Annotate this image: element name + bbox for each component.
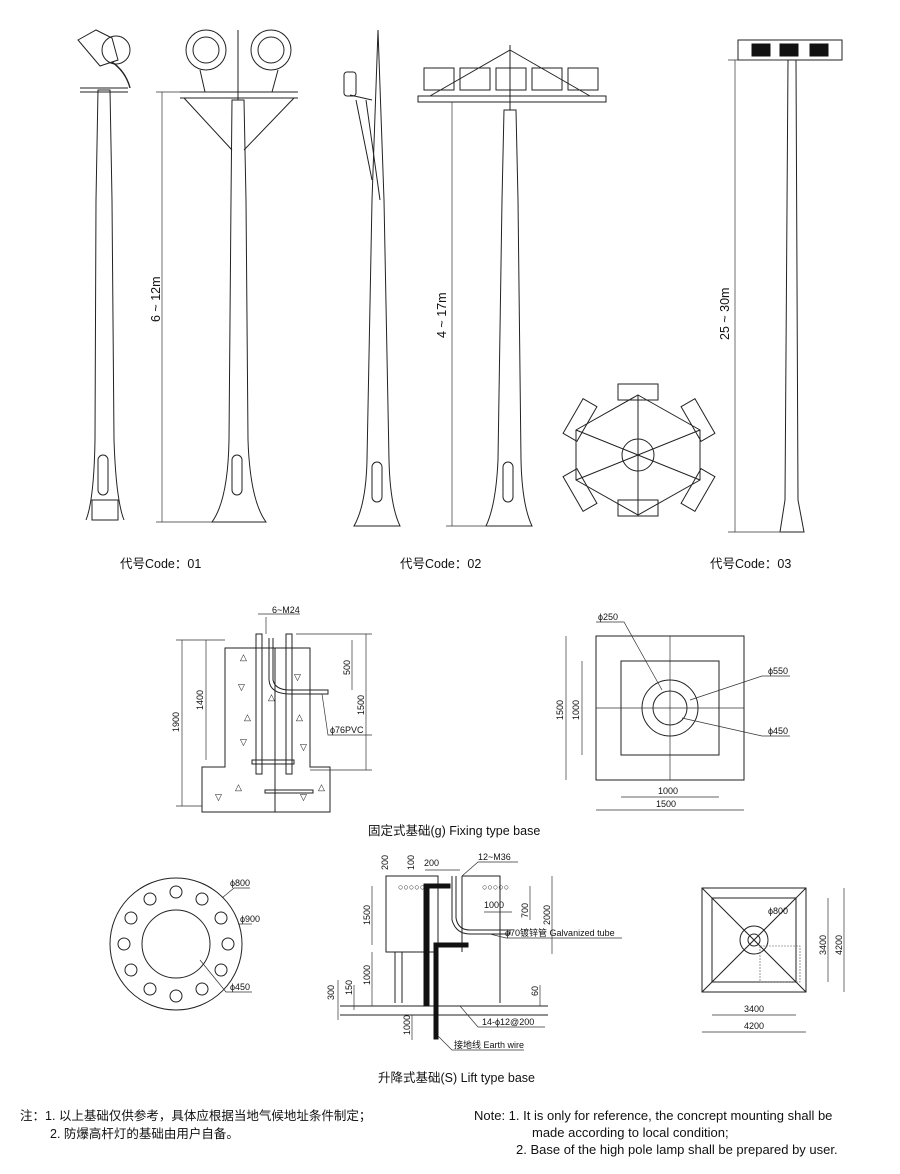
dim-plan-1000-v: 1000 bbox=[571, 700, 581, 720]
svg-text:△: △ bbox=[244, 712, 251, 722]
earth-wire-label: 接地线 Earth wire bbox=[454, 1039, 524, 1050]
lift-bolts-label: 12~M36 bbox=[478, 852, 511, 862]
notes: 注：1. 以上基础仅供参考，具体应根据当地气候地址条件制定； 2. 防爆高杆灯的… bbox=[20, 1108, 838, 1157]
code-label-02: 代号Code：02 bbox=[400, 557, 481, 571]
dim-300: 300 bbox=[326, 985, 336, 1000]
dim-60: 60 bbox=[530, 986, 540, 996]
galvanized-tube-label: ϕ70镀锌管 Galvanized tube bbox=[505, 927, 615, 938]
note-en-1: Note: 1. It is only for reference, the c… bbox=[474, 1108, 832, 1123]
lift-base-caption: 升降式基础(S) Lift type base bbox=[378, 1071, 535, 1085]
lamp-ring-top-view bbox=[562, 383, 716, 517]
dim-150: 150 bbox=[344, 980, 354, 995]
bolt-hole bbox=[124, 963, 138, 977]
dim-200-a: 200 bbox=[380, 855, 390, 870]
dim-1000-b: 1000 bbox=[362, 965, 372, 985]
pole-01-double: 6 ~ 12m bbox=[149, 29, 298, 523]
dim-200-b: 200 bbox=[424, 858, 439, 868]
svg-text:▽: ▽ bbox=[300, 792, 307, 802]
note-cn-1: 注：1. 以上基础仅供参考，具体应根据当地气候地址条件制定； bbox=[20, 1108, 371, 1123]
lift-base-section: ○○○○○ ○○○○○ 200 100 200 12~M36 1500 1000… bbox=[326, 852, 622, 1051]
dim-d450: ϕ450 bbox=[768, 726, 788, 736]
svg-text:▽: ▽ bbox=[238, 682, 245, 692]
svg-text:△: △ bbox=[240, 652, 247, 662]
note-en-1b: made according to local condition; bbox=[532, 1125, 729, 1140]
fixing-base-caption: 固定式基础(g) Fixing type base bbox=[368, 823, 540, 838]
dim-plan-4200-h: 4200 bbox=[744, 1021, 764, 1031]
dim-plan-1000-h: 1000 bbox=[658, 786, 678, 796]
pole-02-multi: 4 ~ 17m bbox=[417, 45, 607, 527]
dim-plan-d800: ϕ800 bbox=[768, 906, 788, 916]
lift-base-bolt-circle: ϕ800 ϕ900 ϕ450 bbox=[109, 877, 260, 1011]
bolt-hole bbox=[143, 892, 157, 906]
svg-text:△: △ bbox=[318, 782, 325, 792]
bolt-hole bbox=[124, 911, 138, 925]
note-cn-2: 2. 防爆高杆灯的基础由用户自备。 bbox=[50, 1126, 239, 1141]
fixing-base-plan: ϕ250 ϕ550 ϕ450 1500 1000 1000 1500 bbox=[555, 612, 790, 811]
dim-d250: ϕ250 bbox=[598, 612, 618, 622]
dim-500: 500 bbox=[342, 660, 352, 675]
bolt-hole bbox=[169, 885, 183, 899]
svg-text:△: △ bbox=[296, 712, 303, 722]
pole-02-single bbox=[343, 29, 401, 527]
bolt-hole bbox=[195, 982, 209, 996]
code-label-01: 代号Code：01 bbox=[120, 557, 201, 571]
dim-1400: 1400 bbox=[195, 690, 205, 710]
dim-circle-d800: ϕ800 bbox=[230, 878, 250, 888]
svg-text:▽: ▽ bbox=[300, 742, 307, 752]
dim-plan-3400-v: 3400 bbox=[818, 935, 828, 955]
dim-plan-1500-h: 1500 bbox=[656, 799, 676, 809]
svg-text:△: △ bbox=[268, 692, 275, 702]
dim-100: 100 bbox=[406, 855, 416, 870]
dim-d550: ϕ550 bbox=[768, 666, 788, 676]
floodlight-row bbox=[423, 67, 599, 91]
code-label-03: 代号Code：03 bbox=[710, 557, 791, 571]
svg-text:○○○○○: ○○○○○ bbox=[398, 882, 425, 892]
svg-text:▽: ▽ bbox=[240, 737, 247, 747]
height-label-01: 6 ~ 12m bbox=[149, 276, 163, 322]
pole-03-high-mast: 25 ~ 30m bbox=[718, 39, 843, 533]
pvc-label: ϕ76PVC bbox=[330, 725, 364, 735]
dim-1500: 1500 bbox=[362, 905, 372, 925]
svg-text:△: △ bbox=[235, 782, 242, 792]
dim-1000-a: 1000 bbox=[484, 900, 504, 910]
dim-1500: 1500 bbox=[356, 695, 366, 715]
bolt-hole bbox=[214, 963, 228, 977]
fixing-bolts-label: 6~M24 bbox=[272, 605, 300, 615]
dim-circle-d450: ϕ450 bbox=[230, 982, 250, 992]
dim-plan-3400-h: 3400 bbox=[744, 1004, 764, 1014]
dim-2000: 2000 bbox=[542, 905, 552, 925]
bolt-hole bbox=[214, 911, 228, 925]
height-label-02: 4 ~ 17m bbox=[435, 292, 449, 338]
bolt-hole bbox=[221, 937, 235, 951]
pole-01-single bbox=[77, 29, 131, 521]
svg-text:▽: ▽ bbox=[294, 672, 301, 682]
dim-1900: 1900 bbox=[171, 712, 181, 732]
dim-700: 700 bbox=[520, 903, 530, 918]
bolt-hole bbox=[117, 937, 131, 951]
height-label-03: 25 ~ 30m bbox=[718, 288, 732, 340]
bolt-hole bbox=[143, 982, 157, 996]
floodlight-icon bbox=[77, 29, 131, 89]
lift-base-plan: ϕ800 3400 4200 3400 4200 bbox=[701, 887, 845, 1033]
fixing-base-section: △▽△▽ ▽△▽△ ▽△▽△ 6~M24 1900 1400 500 1500 … bbox=[171, 605, 372, 813]
dim-plan-1500-v: 1500 bbox=[555, 700, 565, 720]
note-en-2: 2. Base of the high pole lamp shall be p… bbox=[516, 1142, 838, 1157]
dim-1000-c: 1000 bbox=[402, 1015, 412, 1035]
dim-circle-d900: ϕ900 bbox=[240, 914, 260, 924]
dim-plan-4200-v: 4200 bbox=[834, 935, 844, 955]
rebar-label: 14-ϕ12@200 bbox=[482, 1017, 534, 1027]
svg-text:▽: ▽ bbox=[215, 792, 222, 802]
svg-text:○○○○○: ○○○○○ bbox=[482, 882, 509, 892]
bolt-hole bbox=[169, 989, 183, 1003]
bolt-hole bbox=[195, 892, 209, 906]
